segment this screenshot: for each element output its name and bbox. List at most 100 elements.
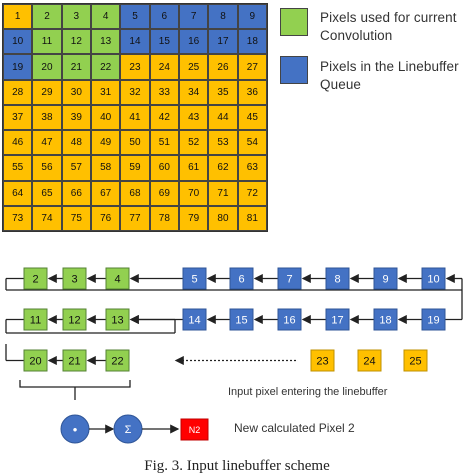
grid-cell: 50 <box>120 130 150 156</box>
buffer-box <box>421 308 446 331</box>
grid-cell: 38 <box>32 104 62 131</box>
buffer-box <box>105 267 130 290</box>
grid-cell: 19 <box>3 54 33 80</box>
incoming-pixel-box-label: 23 <box>316 356 328 368</box>
grid-cell: 71 <box>208 180 238 206</box>
buffer-box <box>373 267 398 290</box>
grid-cell: 10 <box>3 29 33 55</box>
legend-green-label: Pixels used for current Convolution <box>320 10 457 43</box>
figure-caption: Fig. 3. Input linebuffer scheme <box>144 458 330 474</box>
buffer-box-label: 22 <box>111 356 123 368</box>
buffer-box <box>229 267 254 290</box>
grid-cell: 15 <box>149 29 179 55</box>
grid-cell: 65 <box>32 180 62 206</box>
grid-cell: 7 <box>179 4 209 30</box>
grid-cell: 26 <box>208 54 238 80</box>
grid-cell: 69 <box>149 180 179 206</box>
grid-cell: 32 <box>120 79 150 105</box>
grid-cell: 57 <box>61 155 91 181</box>
grid-cell: 24 <box>149 54 179 80</box>
sum-symbol: Σ <box>125 424 132 436</box>
grid-cell: 6 <box>149 4 179 30</box>
buffer-box-label: 7 <box>286 274 292 286</box>
buffer-box-label: 14 <box>188 315 200 327</box>
grid-cell: 31 <box>91 79 121 105</box>
grid-cell: 16 <box>179 29 209 55</box>
grid-cell: 54 <box>237 130 267 156</box>
grid-cell: 40 <box>91 104 121 131</box>
grid-cell: 2 <box>32 4 62 30</box>
grid-cell: 80 <box>208 205 238 231</box>
grid-cell: 25 <box>179 54 209 80</box>
grid-cell: 79 <box>179 205 209 231</box>
buffer-box <box>229 308 254 331</box>
grid-cell: 3 <box>61 4 91 30</box>
grid-cell: 42 <box>149 104 179 131</box>
buffer-box-label: 5 <box>191 274 197 286</box>
buffer-box <box>373 308 398 331</box>
grid-cell: 30 <box>61 79 91 105</box>
grid-cell: 9 <box>237 4 267 30</box>
grid-cell: 67 <box>91 180 121 206</box>
grid-cell: 13 <box>91 29 121 55</box>
buffer-box <box>182 267 207 290</box>
sum-bracket <box>19 380 131 400</box>
incoming-pixel-box-label: 25 <box>409 356 421 368</box>
grid-cell: 74 <box>32 205 62 231</box>
buffer-box <box>277 308 302 331</box>
grid-cell: 53 <box>208 130 238 156</box>
grid-cell: 43 <box>179 104 209 131</box>
incoming-pixel-box <box>357 349 382 372</box>
grid-cell: 48 <box>61 130 91 156</box>
legend-blue-label: Pixels in the Linebuffer Queue <box>320 59 459 92</box>
grid-cell: 73 <box>3 205 33 231</box>
grid-cell: 35 <box>208 79 238 105</box>
grid-cell: 27 <box>237 54 267 80</box>
grid-cell: 41 <box>120 104 150 131</box>
incoming-pixel-box <box>310 349 335 372</box>
buffer-box-label: 6 <box>238 274 244 286</box>
buffer-box <box>325 308 350 331</box>
grid-cell: 45 <box>237 104 267 131</box>
output-pixel-label: N2 <box>189 425 201 435</box>
grid-cell: 52 <box>179 130 209 156</box>
buffer-box-label: 16 <box>283 315 295 327</box>
grid-cell: 70 <box>179 180 209 206</box>
grid-cell: 66 <box>61 180 91 206</box>
buffer-box-label: 11 <box>30 315 41 327</box>
buffer-box-label: 3 <box>71 274 77 286</box>
grid-cell: 5 <box>120 4 150 30</box>
buffer-box-label: 19 <box>427 315 439 327</box>
buffer-box-label: 9 <box>382 274 388 286</box>
buffer-box-label: 20 <box>29 356 41 368</box>
grid-cell: 68 <box>120 180 150 206</box>
buffer-box-label: 18 <box>379 315 391 327</box>
grid-cell: 39 <box>61 104 91 131</box>
grid-cell: 44 <box>208 104 238 131</box>
legend-green-swatch <box>280 8 308 36</box>
buffer-box <box>23 267 48 290</box>
grid-cell: 29 <box>32 79 62 105</box>
grid-cell: 14 <box>120 29 150 55</box>
grid-cell: 75 <box>61 205 91 231</box>
buffer-box-label: 13 <box>111 315 123 327</box>
grid-cell: 8 <box>208 4 238 30</box>
grid-cell: 4 <box>91 4 121 30</box>
grid-cell: 18 <box>237 29 267 55</box>
buffer-box <box>23 308 48 331</box>
buffer-box <box>23 349 48 372</box>
grid-cell: 60 <box>149 155 179 181</box>
grid-cell: 64 <box>3 180 33 206</box>
grid-cell: 12 <box>61 29 91 55</box>
grid-cell: 56 <box>32 155 62 181</box>
grid-cell: 20 <box>32 54 62 80</box>
grid-cell: 61 <box>179 155 209 181</box>
buffer-box <box>105 349 130 372</box>
buffer-box-label: 4 <box>114 274 120 286</box>
grid-cell: 28 <box>3 79 33 105</box>
buffer-box-label: 12 <box>68 315 80 327</box>
grid-cell: 46 <box>3 130 33 156</box>
grid-cell: 47 <box>32 130 62 156</box>
